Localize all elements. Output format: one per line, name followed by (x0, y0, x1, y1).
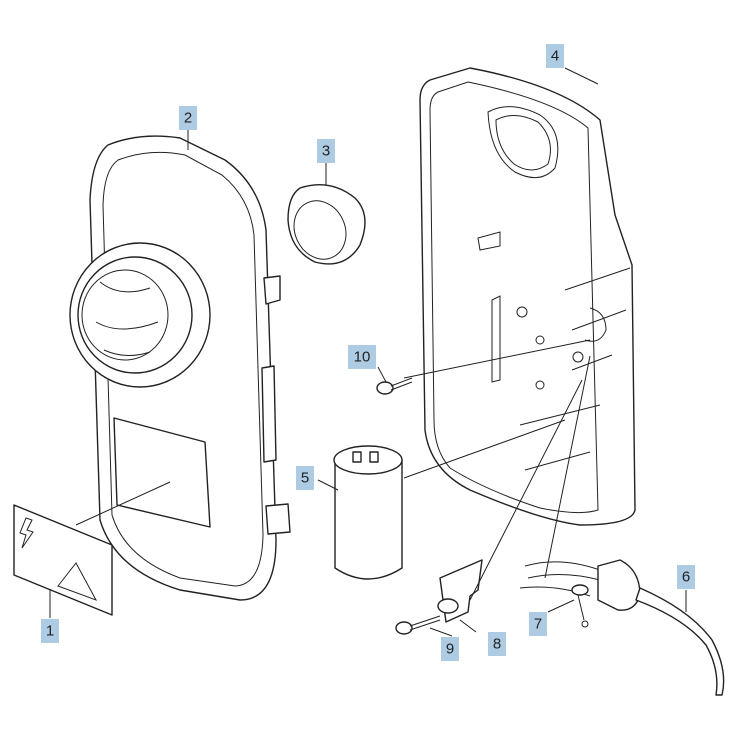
callout-3: 3 (317, 139, 335, 163)
svg-text:1: 1 (46, 623, 54, 640)
callout-8: 8 (488, 632, 506, 656)
callout-5: 5 (296, 466, 314, 490)
svg-text:8: 8 (493, 636, 501, 653)
part-screw-9 (395, 615, 441, 635)
part-warning-label (13, 504, 113, 616)
svg-text:10: 10 (354, 349, 371, 366)
part-housing-frame (419, 67, 636, 526)
svg-text:4: 4 (551, 48, 559, 65)
svg-text:3: 3 (322, 143, 330, 160)
callout-2: 2 (179, 106, 197, 130)
callout-4: 4 (546, 44, 564, 68)
svg-text:6: 6 (682, 569, 690, 586)
part-oval-seal (287, 184, 366, 265)
svg-text:7: 7 (534, 616, 542, 633)
part-cable-grommet (519, 559, 725, 696)
callout-1: 1 (41, 619, 59, 643)
svg-text:5: 5 (301, 470, 309, 487)
svg-text:9: 9 (446, 641, 454, 658)
part-capacitor (333, 445, 403, 580)
callout-6: 6 (677, 565, 695, 589)
part-small-screw (571, 584, 589, 628)
svg-text:2: 2 (184, 110, 192, 127)
part-cable-clamp (437, 559, 483, 623)
lightning-bolt-icon (19, 517, 34, 549)
callout-7: 7 (529, 612, 547, 636)
warning-triangle-icon (57, 562, 98, 601)
callout-10: 10 (348, 345, 376, 369)
part-front-cover (69, 135, 291, 601)
leader-lines (49, 67, 687, 637)
callout-9: 9 (441, 637, 459, 661)
part-screw-10 (376, 377, 413, 395)
